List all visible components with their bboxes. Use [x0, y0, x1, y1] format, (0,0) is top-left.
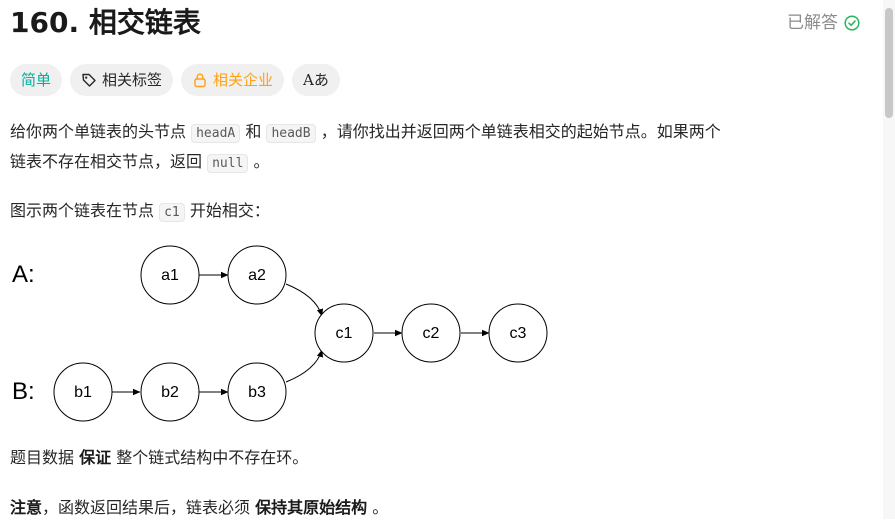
- linked-list-diagram: A: B: a1 a2 c1 c2 c3 b1 b2 b3: [12, 245, 548, 422]
- tag-icon: [82, 73, 96, 87]
- svg-text:c2: c2: [423, 325, 440, 342]
- solved-label: 已解答: [787, 13, 838, 33]
- translate-icon: Aあ: [303, 71, 329, 89]
- companies-tag-button[interactable]: 相关企业: [181, 64, 285, 96]
- list-a-label: A:: [12, 261, 35, 288]
- text-span: 链表不存在相交节点，返回: [10, 152, 203, 171]
- text-span: 。: [253, 152, 270, 171]
- svg-text:c3: c3: [510, 325, 527, 342]
- text-span: 给你两个单链表的头节点: [10, 122, 187, 141]
- svg-text:c1: c1: [336, 325, 353, 342]
- bold-text: 保证: [79, 448, 112, 467]
- text-span: 和: [245, 122, 262, 141]
- vertical-scrollbar[interactable]: [883, 0, 895, 519]
- bold-text: 保持其原始结构: [255, 498, 368, 517]
- code-headA: headA: [191, 124, 241, 143]
- node-a2: a2: [227, 245, 287, 305]
- node-b3: b3: [227, 362, 287, 422]
- text-span: ，请你找出并返回两个单链表相交的起始节点。如果两个: [320, 122, 721, 141]
- svg-text:b1: b1: [74, 384, 92, 401]
- code-c1: c1: [159, 203, 185, 222]
- description-paragraph-3: 题目数据 保证 整个链式结构中不存在环。: [10, 444, 308, 472]
- title-row: 160. 相交链表 已解答: [10, 2, 860, 46]
- check-circle-icon: [844, 15, 860, 31]
- solved-status: 已解答: [787, 12, 860, 34]
- svg-text:a1: a1: [161, 267, 179, 284]
- bold-text: 注意: [10, 498, 43, 517]
- text-span: 图示两个链表在节点: [10, 201, 155, 220]
- companies-label: 相关企业: [213, 71, 274, 89]
- node-a1: a1: [140, 245, 200, 305]
- node-b1: b1: [53, 362, 113, 422]
- scrollbar-thumb[interactable]: [885, 8, 893, 118]
- node-b2: b2: [140, 362, 200, 422]
- node-c2: c2: [401, 303, 461, 363]
- text-span: 。: [372, 498, 389, 517]
- description-paragraph-1: 给你两个单链表的头节点 headA 和 headB ，请你找出并返回两个单链表相…: [10, 118, 860, 178]
- text-span: 整个链式结构中不存在环。: [116, 448, 309, 467]
- lock-icon: [194, 73, 206, 88]
- description-paragraph-4: 注意，函数返回结果后，链表必须 保持其原始结构 。: [10, 494, 388, 522]
- difficulty-label: 简单: [21, 71, 52, 89]
- topics-tag-button[interactable]: 相关标签: [70, 64, 174, 96]
- list-b-label: B:: [12, 378, 35, 405]
- translate-button[interactable]: Aあ: [292, 64, 340, 96]
- svg-text:b3: b3: [248, 384, 266, 401]
- text-span: 题目数据: [10, 448, 75, 467]
- node-c1: c1: [314, 303, 374, 363]
- text-span: ，函数返回结果后，链表必须: [42, 498, 251, 517]
- difficulty-badge[interactable]: 简单: [10, 64, 63, 96]
- problem-title: 160. 相交链表: [10, 6, 201, 39]
- code-null: null: [207, 154, 249, 173]
- topics-label: 相关标签: [102, 71, 163, 89]
- node-c3: c3: [488, 303, 548, 363]
- svg-text:b2: b2: [161, 384, 179, 401]
- code-headB: headB: [266, 124, 316, 143]
- text-span: 开始相交：: [189, 201, 270, 220]
- svg-text:a2: a2: [248, 267, 266, 284]
- tag-bar: 简单 相关标签 相关企业 Aあ: [10, 64, 340, 96]
- description-paragraph-2: 图示两个链表在节点 c1 开始相交：: [10, 197, 270, 227]
